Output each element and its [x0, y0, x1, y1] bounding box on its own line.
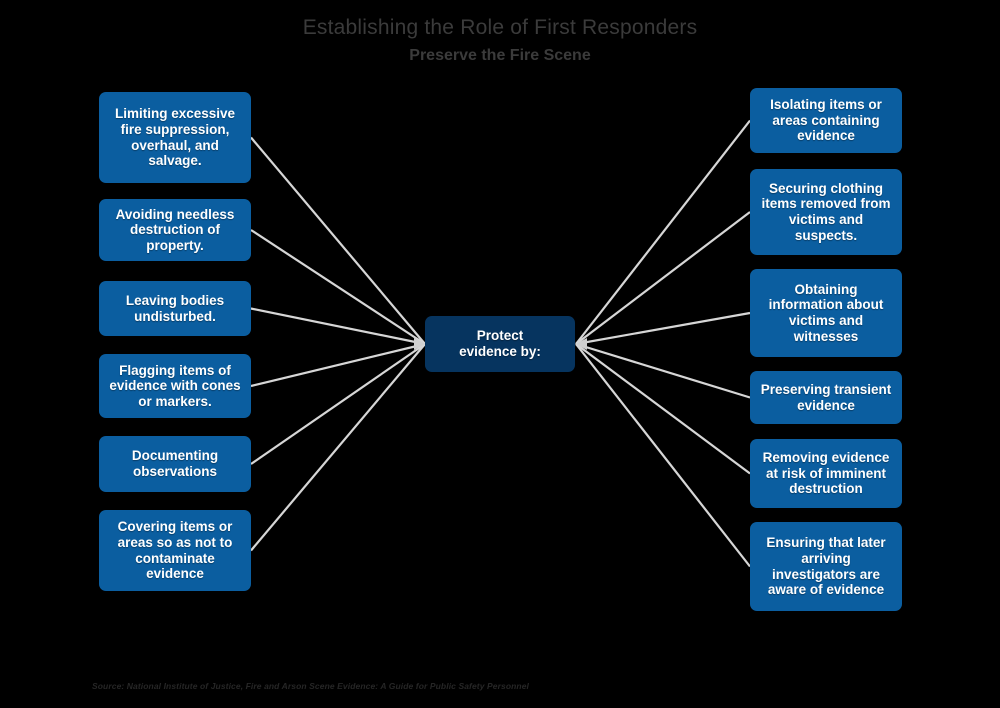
connector-right-2 [575, 211, 751, 345]
center-node-line-1: Protect [476, 328, 524, 344]
arrowhead-right-group [576, 338, 587, 350]
connector-right-1 [575, 119, 751, 345]
source-citation: Source: National Institute of Justice, F… [92, 681, 530, 691]
arrowhead-left-group [414, 338, 425, 350]
center-node-line-2: evidence by: [459, 344, 541, 359]
node-label: Securing clothing items removed from vic… [761, 180, 891, 243]
page-title: Establishing the Role of First Responder… [302, 16, 698, 39]
right-node-6[interactable]: Ensuring that later arriving investigato… [750, 522, 902, 611]
connector-left-6 [250, 343, 426, 552]
node-label: Covering items or areas so as not to con… [117, 519, 233, 582]
node-label: Limiting excessive fire suppression, ove… [114, 106, 236, 169]
left-node-2[interactable]: Avoiding needless destruction of propert… [99, 199, 251, 261]
connector-right-5 [575, 343, 751, 475]
left-node-4[interactable]: Flagging items of evidence with cones or… [99, 354, 251, 418]
left-node-3[interactable]: Leaving bodies undisturbed. [99, 281, 251, 336]
node-label: Avoiding needless destruction of propert… [115, 206, 235, 253]
left-node-6[interactable]: Covering items or areas so as not to con… [99, 510, 251, 591]
right-node-2[interactable]: Securing clothing items removed from vic… [750, 169, 902, 255]
connector-left-1 [250, 136, 426, 345]
node-label: Preserving transient evidence [760, 381, 892, 413]
connector-left-3 [250, 307, 426, 346]
connector-right-6 [575, 343, 751, 568]
connector-right-3 [575, 311, 751, 346]
node-label: Leaving bodies undisturbed. [125, 292, 225, 324]
connector-left-2 [250, 229, 426, 345]
right-node-3[interactable]: Obtaining information about victims and … [750, 269, 902, 357]
connector-left-4 [250, 342, 426, 388]
node-label: Flagging items of evidence with cones or… [109, 362, 241, 409]
left-node-5[interactable]: Documenting observations [99, 436, 251, 492]
node-label: Obtaining information about victims and … [768, 281, 884, 344]
right-node-4[interactable]: Preserving transient evidence [750, 371, 902, 424]
node-label: Ensuring that later arriving investigato… [766, 535, 886, 598]
connector-left-5 [250, 343, 426, 465]
left-node-1[interactable]: Limiting excessive fire suppression, ove… [99, 92, 251, 183]
page-subtitle: Preserve the Fire Scene [409, 47, 591, 64]
node-label: Removing evidence at risk of imminent de… [762, 450, 890, 497]
connector-right-4 [575, 342, 751, 399]
node-label: Isolating items or areas containing evid… [770, 97, 882, 144]
right-node-1[interactable]: Isolating items or areas containing evid… [750, 88, 902, 153]
right-node-5[interactable]: Removing evidence at risk of imminent de… [750, 439, 902, 508]
node-label: Documenting observations [131, 448, 219, 479]
